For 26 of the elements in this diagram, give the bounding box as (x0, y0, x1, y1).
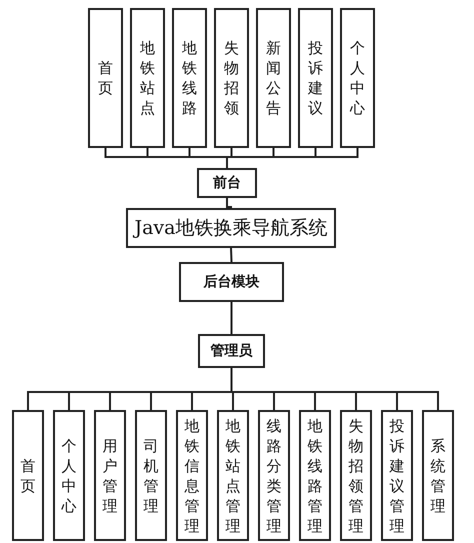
title-box: Java地铁换乘导航系统 (126, 208, 336, 248)
menu-box: 个人中心 (340, 8, 375, 148)
menu-box: 地铁信息管理 (176, 410, 208, 541)
menu-box: 首页 (88, 8, 123, 148)
menu-box: 首页 (12, 410, 44, 541)
menu-box: 新闻公告 (256, 8, 291, 148)
menu-box: 个人中心 (53, 410, 85, 541)
menu-box: 地铁站点 (130, 8, 165, 148)
process-box: 后台模块 (179, 262, 284, 302)
connector-line (230, 248, 232, 262)
menu-box: 投诉建议 (298, 8, 333, 148)
process-box: 管理员 (198, 334, 265, 368)
menu-box: 失物招领管理 (340, 410, 372, 541)
menu-box: 地铁线路 (172, 8, 207, 148)
menu-box: 系统管理 (422, 410, 454, 541)
process-box: 前台 (197, 168, 257, 198)
menu-box: 用户管理 (94, 410, 126, 541)
menu-box: 地铁线路管理 (299, 410, 331, 541)
menu-box: 地铁站点管理 (217, 410, 249, 541)
menu-box: 线路分类管理 (258, 410, 290, 541)
connector-line (230, 302, 232, 334)
connector-line (226, 198, 232, 208)
menu-box: 失物招领 (214, 8, 249, 148)
connector-line (226, 148, 358, 168)
menu-box: 投诉建议管理 (381, 410, 413, 541)
menu-box: 司机管理 (135, 410, 167, 541)
